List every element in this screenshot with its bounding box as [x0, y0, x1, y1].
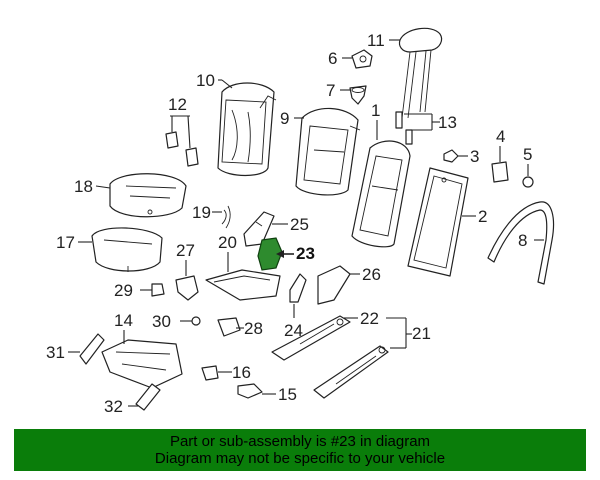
callout-9: 9 — [280, 109, 289, 128]
callout-12: 11 — [367, 31, 385, 50]
part-16-bracket[interactable] — [201, 365, 219, 381]
callout-30: 30 — [152, 312, 171, 331]
callout-17: 17 — [56, 233, 75, 252]
part-23-highlighted[interactable] — [257, 237, 283, 271]
callout-10: 12 — [168, 95, 187, 114]
callout-23: 23 — [296, 244, 315, 263]
callout-5: 5 — [523, 145, 532, 164]
part-15-bracket[interactable] — [237, 383, 263, 399]
banner-line-2: Diagram may not be specific to your vehi… — [154, 450, 446, 467]
callout-16: 16 — [232, 363, 251, 382]
part-26-trim-cover[interactable] — [317, 265, 351, 305]
part-24-bracket[interactable] — [289, 273, 307, 303]
part-8-trim[interactable] — [487, 201, 555, 285]
part-20-seat-pan[interactable] — [205, 269, 281, 301]
callout-15: 15 — [278, 385, 297, 404]
part-5-cap[interactable] — [522, 176, 534, 188]
callout-14: 14 — [114, 311, 133, 330]
part-18-cushion-cover[interactable] — [109, 173, 187, 218]
part-31-lever[interactable] — [79, 333, 105, 365]
part-22-seat-track[interactable] — [271, 315, 351, 361]
callout-19: 19 — [192, 203, 211, 222]
part-29-bolt[interactable] — [151, 283, 165, 297]
part-32-handle[interactable] — [135, 383, 161, 411]
callout-25: 25 — [290, 215, 309, 234]
part-9-seat-back-pad[interactable] — [295, 107, 361, 196]
callout-13: 13 — [438, 113, 457, 132]
callout-7: 7 — [326, 81, 335, 100]
callout-32: 32 — [104, 397, 123, 416]
callout-21: 21 — [412, 324, 431, 343]
callout-2: 2 — [478, 207, 487, 226]
part-14-seat-frame[interactable] — [101, 339, 183, 389]
parts-diagram: 11 6 7 10 9 12 — [46, 27, 555, 416]
callout-28: 28 — [244, 319, 263, 338]
part-30-nut[interactable] — [191, 316, 201, 326]
part-12-headrest[interactable] — [398, 27, 443, 119]
part-3-clip[interactable] — [443, 149, 459, 163]
part-28-clip[interactable] — [217, 317, 241, 337]
part-6-headrest-guide[interactable] — [351, 49, 373, 69]
callout-11: 10 — [196, 71, 215, 90]
callout-6: 6 — [328, 49, 337, 68]
part-11-seat-back-cover[interactable] — [217, 82, 277, 177]
callout-4: 4 — [496, 127, 505, 146]
callout-31: 31 — [46, 343, 65, 362]
part-7-guide-sleeve[interactable] — [349, 85, 367, 105]
part-27-latch[interactable] — [175, 275, 199, 301]
callout-29: 29 — [114, 281, 133, 300]
part-17-cushion-pad[interactable] — [91, 227, 163, 272]
callout-26: 26 — [362, 265, 381, 284]
callout-18: 18 — [74, 177, 93, 196]
part-4-cover[interactable] — [491, 161, 509, 183]
info-banner: Part or sub-assembly is #23 in diagram D… — [14, 429, 586, 471]
part-25-bracket[interactable] — [243, 211, 275, 247]
part-10-clips[interactable] — [165, 131, 199, 167]
callout-1: 1 — [371, 101, 380, 120]
callout-24: 24 — [284, 321, 303, 340]
banner-line-1: Part or sub-assembly is #23 in diagram — [169, 433, 431, 450]
part-1-seat-back-frame[interactable] — [351, 140, 411, 248]
callout-8: 8 — [518, 231, 527, 250]
part-2-back-panel[interactable] — [407, 167, 469, 277]
part-13-guides[interactable] — [395, 111, 413, 145]
callout-20: 20 — [218, 233, 237, 252]
callout-27: 27 — [176, 241, 195, 260]
part-19-rod[interactable] — [221, 205, 231, 229]
callout-3: 3 — [470, 147, 479, 166]
part-21-seat-track[interactable] — [313, 345, 389, 399]
callout-22: 22 — [360, 309, 379, 328]
